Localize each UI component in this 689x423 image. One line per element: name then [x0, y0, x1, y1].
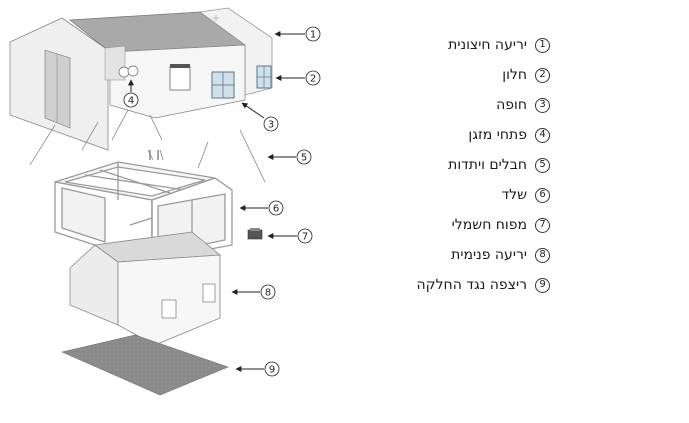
- legend-item: 3 חופה: [360, 90, 550, 120]
- legend-number: 4: [535, 127, 550, 143]
- callout-1-number: 1: [310, 30, 316, 41]
- legend-item: 6 שלד: [360, 180, 550, 210]
- callout-5-number: 5: [301, 153, 307, 164]
- parts-legend: 1 יריעה חיצונית 2 חלון 3 חופה 4 פתחי מזג…: [360, 30, 550, 300]
- legend-item: 8 יריעה פנימית: [360, 240, 550, 270]
- legend-label: חבלים ויתדות: [448, 157, 527, 173]
- callout-7: 7: [267, 228, 313, 244]
- callout-1: 1: [274, 26, 321, 42]
- legend-number: 6: [535, 187, 550, 203]
- callout-6-number: 6: [273, 204, 279, 215]
- legend-item: 9 ריצפה נגד החלקה: [360, 270, 550, 300]
- callout-6: 6: [239, 200, 284, 216]
- legend-item: 4 פתחי מזגן: [360, 120, 550, 150]
- legend-item: 7 מפוח חשמלי: [360, 210, 550, 240]
- callout-9: 9: [235, 361, 280, 377]
- legend-item: 5 חבלים ויתדות: [360, 150, 550, 180]
- anti-slip-floor: [61, 334, 229, 396]
- callout-4-number: 4: [128, 96, 134, 107]
- ropes-and-stakes: [29, 109, 266, 183]
- legend-number: 9: [535, 277, 550, 293]
- legend-number: 3: [535, 97, 550, 113]
- legend-number: 8: [535, 247, 550, 263]
- electric-blower: [247, 228, 263, 240]
- legend-item: 2 חלון: [360, 60, 550, 90]
- callout-2-number: 2: [310, 74, 316, 85]
- legend-label: יריעה חיצונית: [448, 37, 527, 53]
- callout-3-number: 3: [268, 120, 274, 131]
- legend-label: פתחי מזגן: [468, 127, 527, 143]
- callout-8-number: 8: [265, 288, 271, 299]
- callout-3: 3: [241, 102, 279, 132]
- legend-label: ריצפה נגד החלקה: [416, 277, 527, 293]
- legend-label: יריעה פנימית: [451, 247, 527, 263]
- legend-label: מפוח חשמלי: [451, 217, 527, 233]
- callout-2: 2: [275, 70, 321, 86]
- legend-item: 1 יריעה חיצונית: [360, 30, 550, 60]
- legend-label: חופה: [496, 97, 527, 113]
- legend-number: 1: [535, 37, 550, 53]
- callout-5: 5: [267, 149, 312, 165]
- legend-number: 5: [535, 157, 550, 173]
- inner-tent: [69, 231, 222, 346]
- outer-fly: [9, 7, 273, 151]
- legend-number: 2: [535, 67, 550, 83]
- legend-label: חלון: [502, 67, 527, 83]
- callout-4: 4: [123, 79, 139, 108]
- legend-number: 7: [535, 217, 550, 233]
- callout-9-number: 9: [269, 365, 275, 376]
- legend-label: שלד: [501, 187, 527, 203]
- callout-7-number: 7: [302, 232, 308, 243]
- callout-8: 8: [231, 284, 276, 300]
